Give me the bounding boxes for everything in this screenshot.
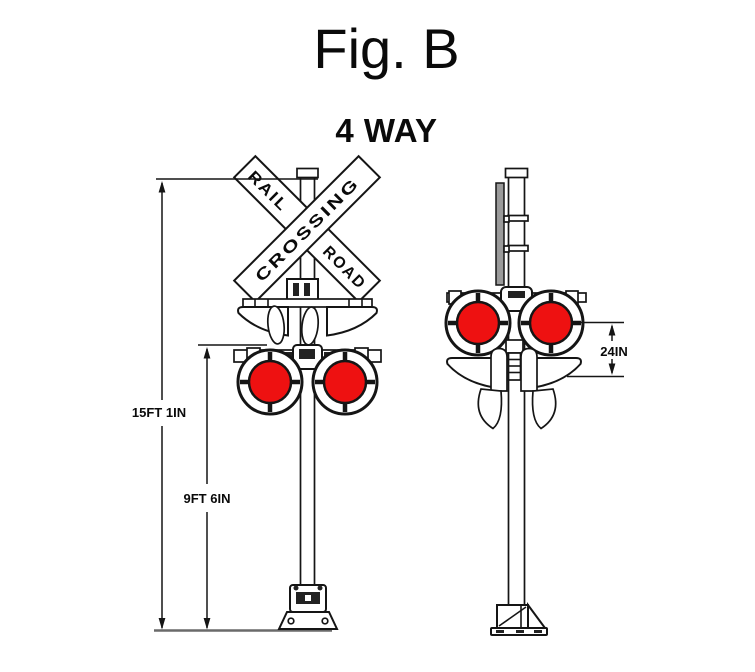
figure-subtitle: 4 WAY [335, 112, 438, 149]
side-view: 24IN [444, 167, 628, 636]
pole-base-side [490, 601, 548, 636]
right-hood-wing [326, 306, 378, 337]
crossbuck-edge [495, 182, 510, 286]
signal-lamp [311, 348, 379, 416]
arrow-down [158, 618, 166, 630]
overall-height-label: 15FT 1IN [132, 405, 186, 420]
lamp-height-label: 9FT 6IN [184, 491, 231, 506]
upper-junction-box [286, 278, 319, 301]
lamp-spacing-label: 24IN [600, 344, 627, 359]
pole-cap [296, 167, 319, 179]
visor-profile [477, 388, 503, 430]
hood-profile [266, 305, 286, 345]
lower-lamp-assembly-edge [446, 339, 582, 430]
upper-lamp-assembly-edge [237, 298, 378, 346]
arrow-up [203, 347, 211, 359]
arrow-down [203, 618, 211, 630]
dimension-lamp-spacing: 24IN [567, 321, 628, 378]
arrow-up [158, 181, 166, 193]
visor-profile [531, 388, 557, 430]
left-hood-wing [446, 357, 502, 390]
signal-lamp [236, 348, 304, 416]
red-lens [322, 359, 368, 405]
pole-cap [504, 167, 529, 179]
dimension-lamp-height: 9FT 6IN [184, 344, 267, 630]
hood-profile [520, 347, 538, 392]
signal-lamp [444, 289, 512, 357]
signal-lamp [517, 289, 585, 357]
figure-title: Fig. B [313, 17, 460, 80]
crossbuck-crossing-arm [232, 154, 382, 304]
hood-profile [490, 347, 508, 392]
right-hood-wing [526, 357, 582, 390]
arrow-up [608, 324, 616, 336]
front-view: RAIL ROAD CROSSING [132, 154, 382, 632]
red-lens [455, 300, 501, 346]
junction-box [505, 339, 524, 354]
red-lens [247, 359, 293, 405]
red-lens [528, 300, 574, 346]
dimension-overall-height: 15FT 1IN [132, 178, 318, 630]
arrow-down [608, 363, 616, 375]
pole-base [277, 584, 339, 630]
